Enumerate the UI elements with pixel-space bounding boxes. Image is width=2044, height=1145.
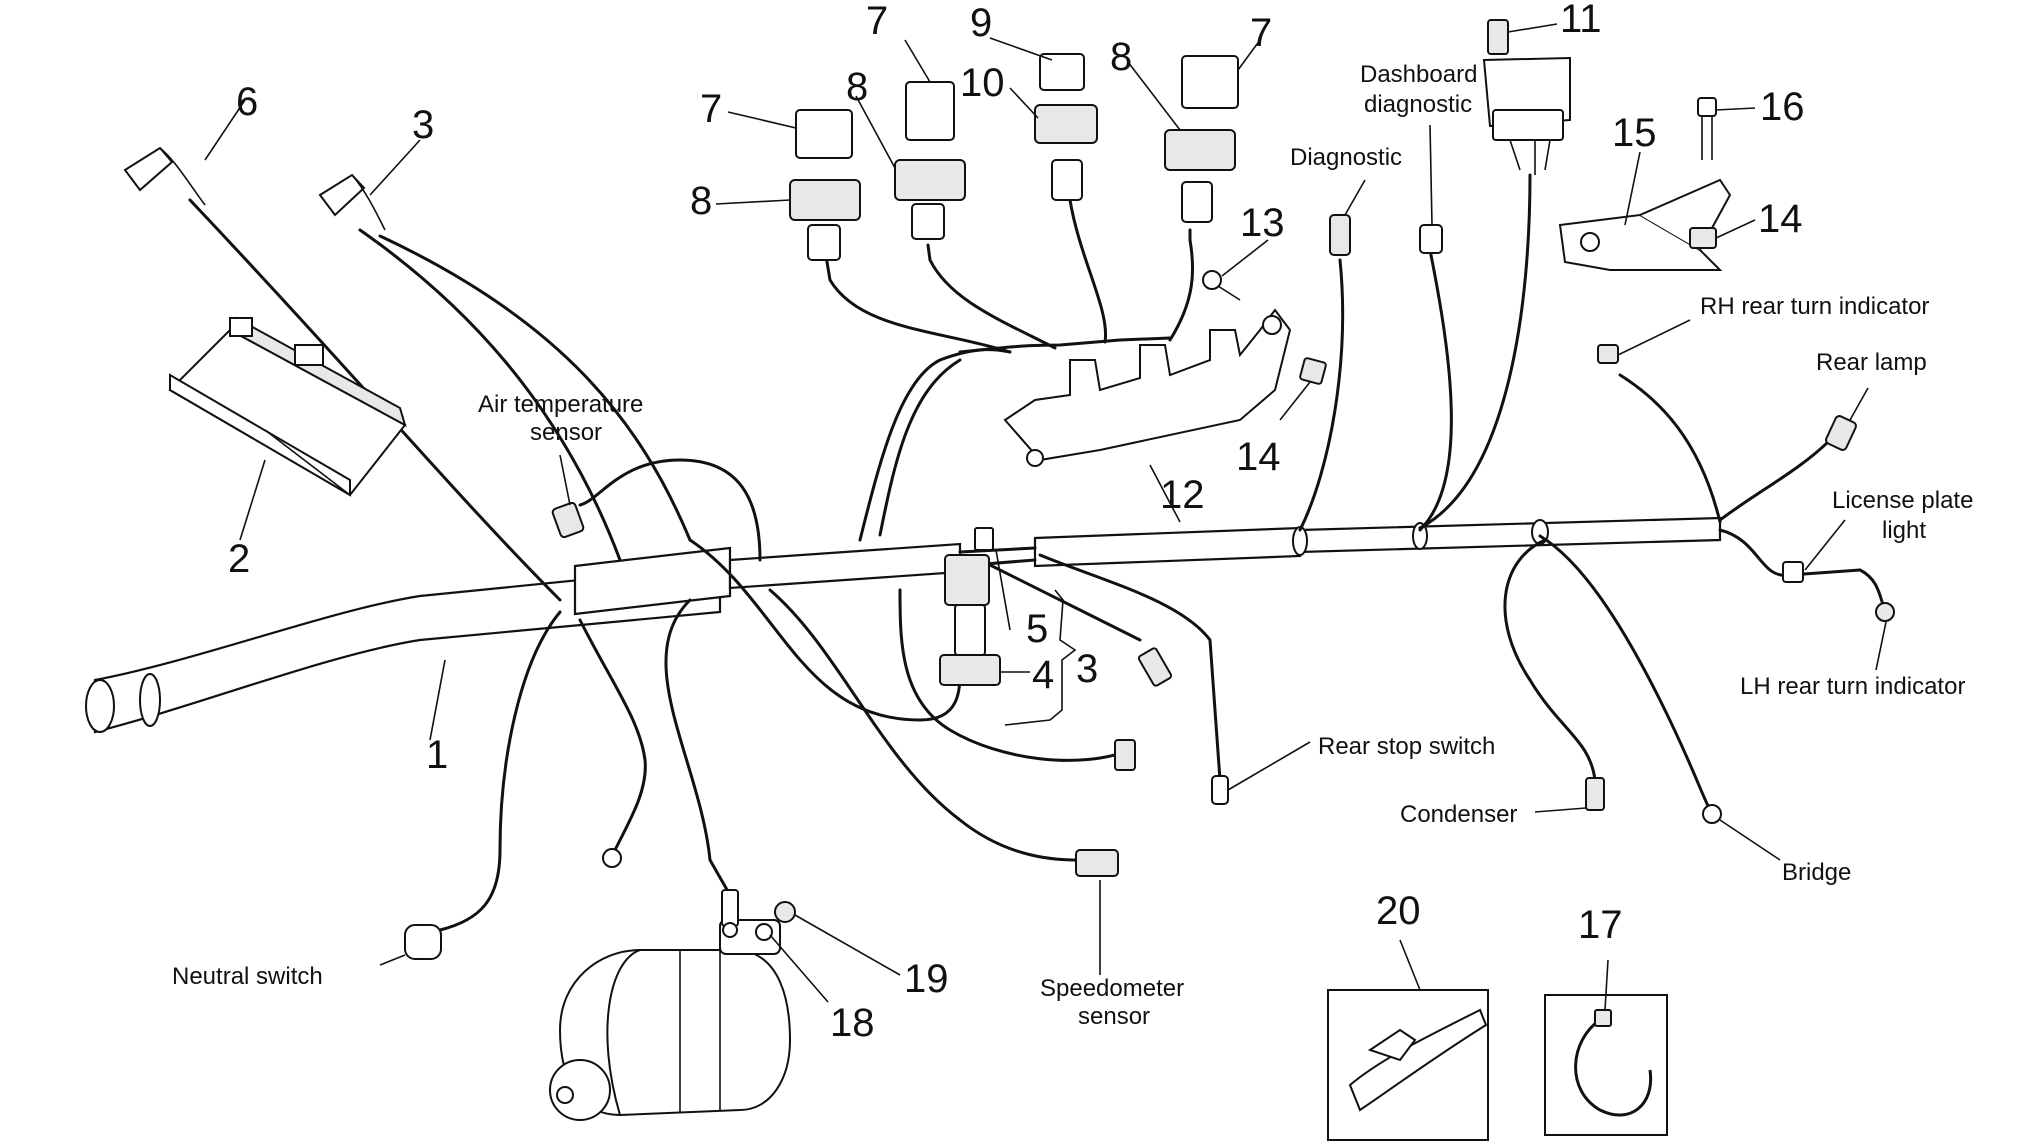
part-number-14-right: 14 xyxy=(1758,197,1803,241)
condenser-terminal xyxy=(1585,777,1605,811)
cable-strap-20-box xyxy=(1327,989,1489,1141)
connector-5 xyxy=(974,527,994,551)
label-dashboard: Dashboard xyxy=(1360,61,1477,88)
neutral-switch-connector xyxy=(404,924,442,960)
part-number-13: 13 xyxy=(1240,201,1285,245)
component-labels: Air temperature sensor Diagnostic Dashbo… xyxy=(172,61,1973,1030)
lh-rear-turn-indicator-connector xyxy=(1875,602,1895,622)
label-rh-rear-turn-indicator: RH rear turn indicator xyxy=(1700,293,1929,320)
label-bridge: Bridge xyxy=(1782,859,1851,886)
relay-bracket xyxy=(1003,308,1292,467)
part-number-7-right: 7 xyxy=(1250,11,1272,55)
part-number-6: 6 xyxy=(236,80,258,124)
main-harness xyxy=(85,516,1722,734)
label-rear-stop-switch: Rear stop switch xyxy=(1318,733,1495,760)
part-number-14-center: 14 xyxy=(1236,435,1281,479)
label-dashboard-diagnostic: diagnostic xyxy=(1364,91,1472,118)
part-number-20: 20 xyxy=(1376,889,1421,933)
air-temperature-sensor-connector xyxy=(551,501,585,539)
label-speedometer-sensor: sensor xyxy=(1078,1003,1150,1030)
screw-13 xyxy=(1202,270,1241,301)
part-number-17: 17 xyxy=(1578,903,1623,947)
battery-terminal-6 xyxy=(123,146,206,206)
bolt-16 xyxy=(1697,97,1717,160)
relay-group xyxy=(789,53,1239,261)
part-number-2: 2 xyxy=(228,537,250,581)
rh-rear-turn-indicator-connector xyxy=(1597,344,1619,364)
label-condenser: Condenser xyxy=(1400,801,1517,828)
fuse-and-fuse-box xyxy=(1482,19,1571,175)
washer-19 xyxy=(774,901,796,923)
cable-tie-17-box xyxy=(1544,994,1668,1136)
part-number-18: 18 xyxy=(830,1001,875,1045)
part-number-10: 10 xyxy=(960,61,1005,105)
label-air-temperature: Air temperature xyxy=(478,391,643,418)
connector-4 xyxy=(939,554,1001,686)
part-number-15: 15 xyxy=(1612,111,1657,155)
label-diagnostic: Diagnostic xyxy=(1290,144,1402,171)
part-numbers: 1 2 3 3 4 5 6 7 7 7 8 8 8 9 10 11 12 13 … xyxy=(228,0,1805,1045)
part-number-7-left: 7 xyxy=(700,87,722,131)
starter-motor xyxy=(549,919,792,1121)
dashboard-diagnostic-connector xyxy=(1419,224,1443,254)
part-number-3-top: 3 xyxy=(412,103,434,147)
nut-14b xyxy=(1689,227,1717,249)
part-number-8-center: 8 xyxy=(846,65,868,109)
battery-terminal-3 xyxy=(318,173,386,231)
label-license-plate-light: light xyxy=(1882,517,1926,544)
diagnostic-connector xyxy=(1329,214,1351,256)
label-license-plate: License plate xyxy=(1832,487,1973,514)
part-number-16: 16 xyxy=(1760,85,1805,129)
leader-lines xyxy=(204,23,1887,1011)
rear-lamp-connector xyxy=(1825,415,1857,451)
nut-14a xyxy=(1299,357,1327,385)
small-sensor-connector xyxy=(1114,647,1173,771)
bracket-15 xyxy=(1558,178,1732,271)
speedometer-sensor-connector xyxy=(1075,849,1119,877)
label-neutral-switch: Neutral switch xyxy=(172,963,323,990)
rear-stop-switch-terminal xyxy=(1211,775,1229,805)
part-number-3-center: 3 xyxy=(1076,647,1098,691)
harness-wires xyxy=(188,173,1887,932)
washer-18 xyxy=(755,923,773,941)
label-lh-rear-turn-indicator: LH rear turn indicator xyxy=(1740,673,1965,700)
label-rear-lamp: Rear lamp xyxy=(1816,349,1927,376)
ground-terminal xyxy=(602,848,622,868)
label-air-temperature-sensor: sensor xyxy=(530,419,602,446)
part-number-4: 4 xyxy=(1032,653,1054,697)
part-number-9: 9 xyxy=(970,1,992,45)
starter-terminal xyxy=(721,889,739,938)
battery xyxy=(168,316,407,497)
part-number-1: 1 xyxy=(426,733,448,777)
part-number-19: 19 xyxy=(904,957,949,1001)
part-number-12: 12 xyxy=(1160,473,1205,517)
part-number-8-left: 8 xyxy=(690,179,712,223)
label-speedometer: Speedometer xyxy=(1040,975,1184,1002)
part-number-5: 5 xyxy=(1026,607,1048,651)
part-number-8-right: 8 xyxy=(1110,35,1132,79)
bridge-terminal xyxy=(1702,804,1722,824)
license-plate-light-connector xyxy=(1782,561,1804,583)
part-number-11: 11 xyxy=(1560,0,1602,41)
part-number-7-center: 7 xyxy=(866,0,888,43)
